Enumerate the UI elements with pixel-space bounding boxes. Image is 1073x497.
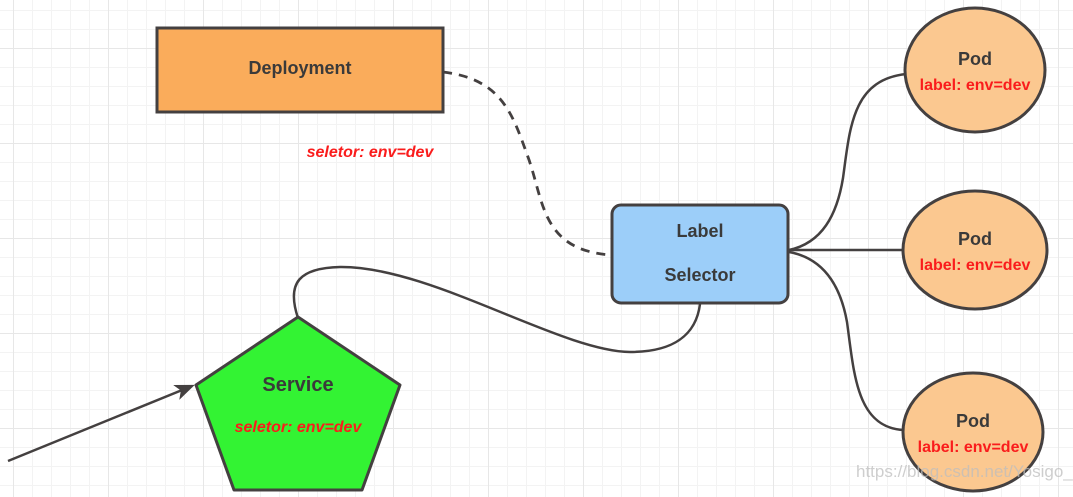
deployment-label: Deployment bbox=[248, 58, 352, 78]
selector-to-pod-3-connector[interactable] bbox=[788, 250, 905, 432]
deployment-selector-note: seletor: env=dev bbox=[306, 144, 434, 161]
deployment-to-selector-dashed-connector[interactable] bbox=[442, 70, 612, 257]
service-label: Service bbox=[262, 374, 334, 396]
pod-2-sublabel: label: env=dev bbox=[919, 257, 1031, 274]
pod-3-sublabel: label: env=dev bbox=[917, 439, 1029, 456]
label-selector-line2: Selector bbox=[664, 265, 736, 285]
selector-to-pod-1-connector[interactable] bbox=[788, 72, 907, 252]
label-selector-line1: Label bbox=[676, 221, 724, 241]
pod-1-node[interactable] bbox=[903, 6, 1047, 134]
deployment-node[interactable] bbox=[155, 26, 445, 114]
label-selector-node[interactable] bbox=[610, 203, 790, 305]
service-to-selector-connector[interactable] bbox=[292, 265, 702, 354]
pod-1-sublabel: label: env=dev bbox=[919, 77, 1031, 94]
service-node[interactable] bbox=[194, 315, 402, 492]
service-selector-note: seletor: env=dev bbox=[234, 419, 362, 436]
pod-2-label: Pod bbox=[958, 229, 992, 249]
pod-1-label: Pod bbox=[958, 49, 992, 69]
pod-3-node[interactable] bbox=[901, 371, 1045, 493]
pod-3-label: Pod bbox=[956, 411, 990, 431]
arrow-into-service-connector[interactable] bbox=[7, 384, 195, 463]
csdn-watermark: https://blog.csdn.net/Yosigo_ bbox=[856, 462, 1073, 481]
pod-2-node[interactable] bbox=[901, 189, 1049, 311]
